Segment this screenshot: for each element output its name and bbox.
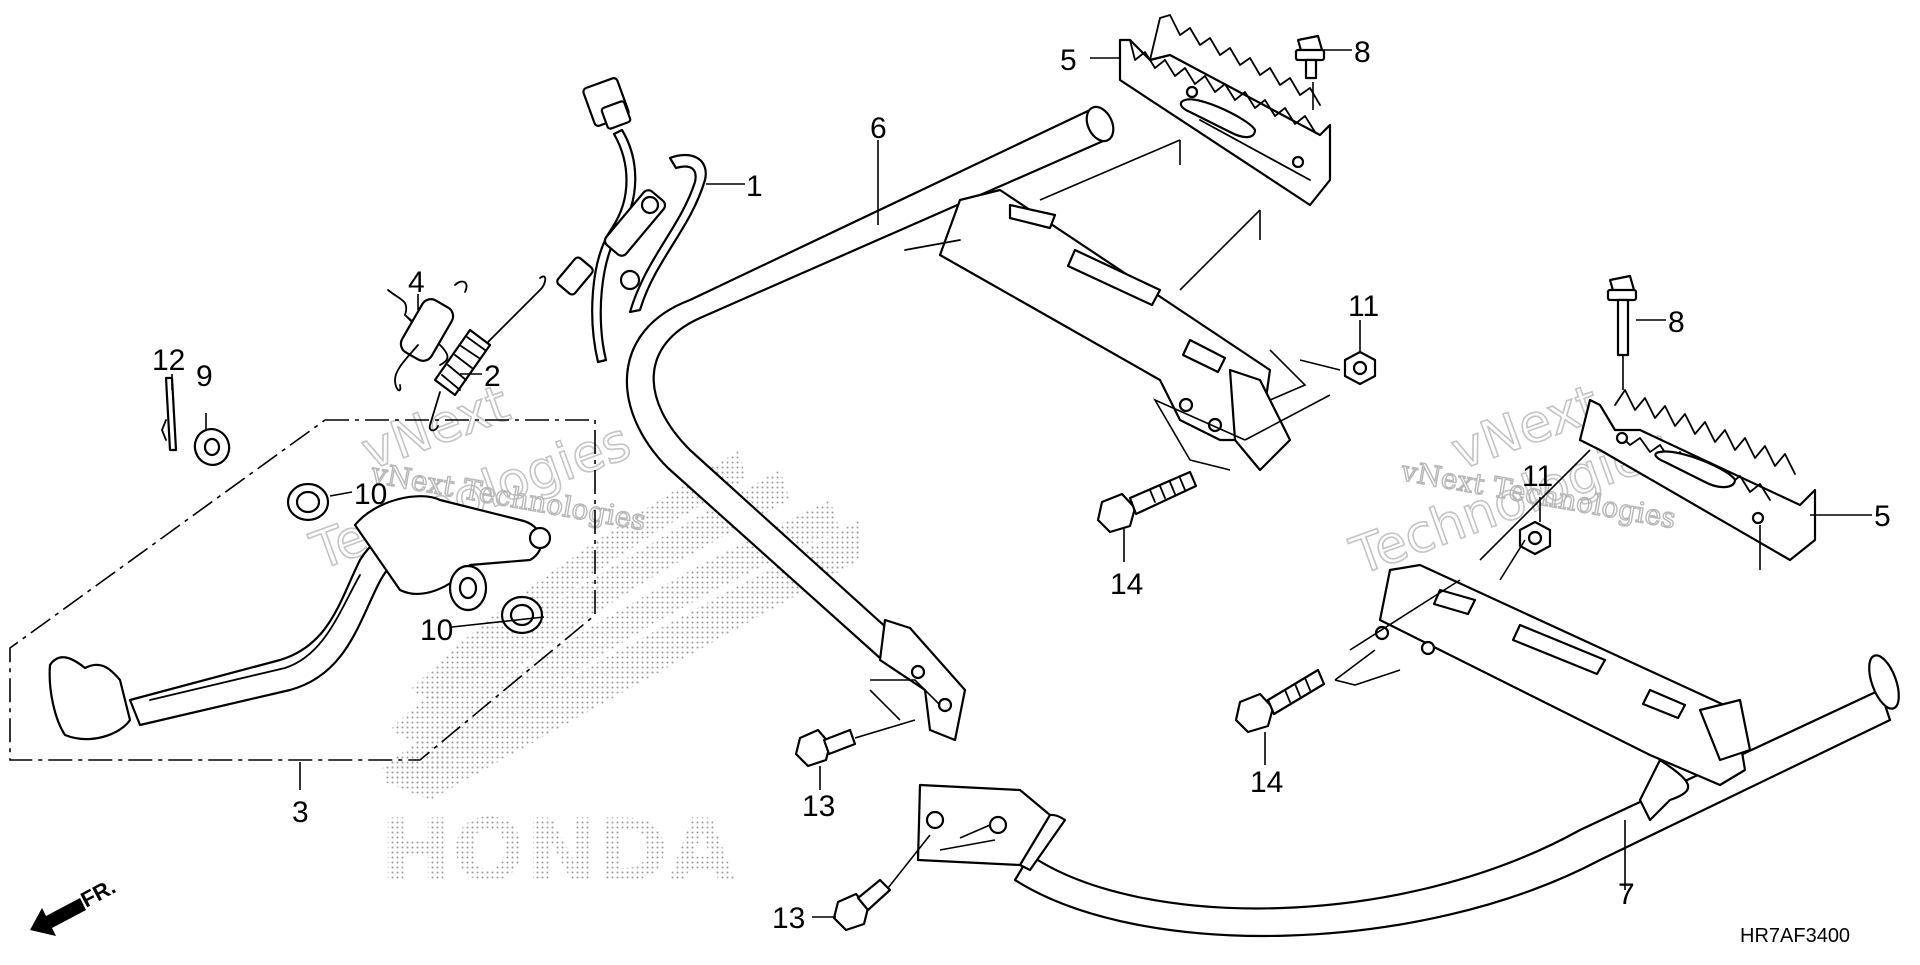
callout-12: 12 — [152, 344, 185, 377]
callout-6: 6 — [870, 112, 887, 145]
bolt-14-upper-part — [1096, 470, 1198, 534]
spring-long-part — [428, 275, 547, 432]
spring-small-part — [387, 280, 468, 392]
callout-14-lower: 14 — [1250, 766, 1283, 799]
nut-11-lower-part — [1518, 520, 1552, 556]
diagram-code: HR7AF3400 — [1740, 925, 1850, 947]
bolt-13-upper-part — [794, 728, 857, 768]
cotter-pin-part — [161, 376, 178, 452]
footpeg-lower-part — [1578, 389, 1817, 562]
callout-10-lower: 10 — [420, 614, 453, 647]
brake-pedal-part — [48, 495, 552, 740]
callouts: 1 2 3 4 5 5 6 7 8 8 9 10 10 11 11 12 13 … — [152, 36, 1891, 935]
bolt-14-lower-part — [1234, 668, 1326, 734]
callout-11-upper: 11 — [1348, 290, 1379, 323]
callout-13-upper: 13 — [802, 790, 835, 823]
nut-11-upper-part — [1343, 350, 1377, 386]
front-direction-arrow: FR. — [30, 874, 120, 936]
callout-9: 9 — [196, 360, 213, 393]
callout-1: 1 — [746, 170, 763, 203]
callout-2: 2 — [484, 360, 501, 393]
callout-5-lower: 5 — [1874, 500, 1891, 533]
callout-5-upper: 5 — [1060, 44, 1077, 77]
callout-11-lower: 11 — [1522, 460, 1553, 493]
honda-brand-text: HONDA — [380, 801, 735, 901]
callout-4: 4 — [408, 266, 425, 299]
brake-switch-part — [556, 77, 707, 364]
callout-8-upper: 8 — [1354, 36, 1371, 69]
pedal-assembly-outline — [9, 419, 596, 761]
bolt-8-upper-part — [1294, 34, 1326, 80]
callout-7: 7 — [1618, 878, 1635, 911]
step-bar-lower-part — [916, 563, 1900, 938]
bushing-upper-part — [286, 482, 330, 522]
callout-10-upper: 10 — [354, 478, 387, 511]
callout-3: 3 — [292, 796, 309, 829]
bolt-8-lower-part — [1606, 274, 1638, 357]
callout-14-upper: 14 — [1110, 568, 1143, 601]
washer-part — [193, 428, 231, 466]
callout-8-lower: 8 — [1668, 306, 1685, 339]
honda-wing-logo — [380, 450, 860, 800]
callout-13-lower: 13 — [772, 902, 805, 935]
callout-leaders — [171, 49, 1872, 918]
footpeg-upper-part — [1118, 14, 1332, 207]
step-bar-upper-part — [625, 105, 1292, 742]
bolt-13-lower-part — [832, 878, 892, 932]
bushing-lower-part — [500, 595, 544, 635]
assembly-lines — [854, 82, 1761, 889]
watermark-right: vNext Technologies vNext Technologies — [1342, 373, 1679, 588]
